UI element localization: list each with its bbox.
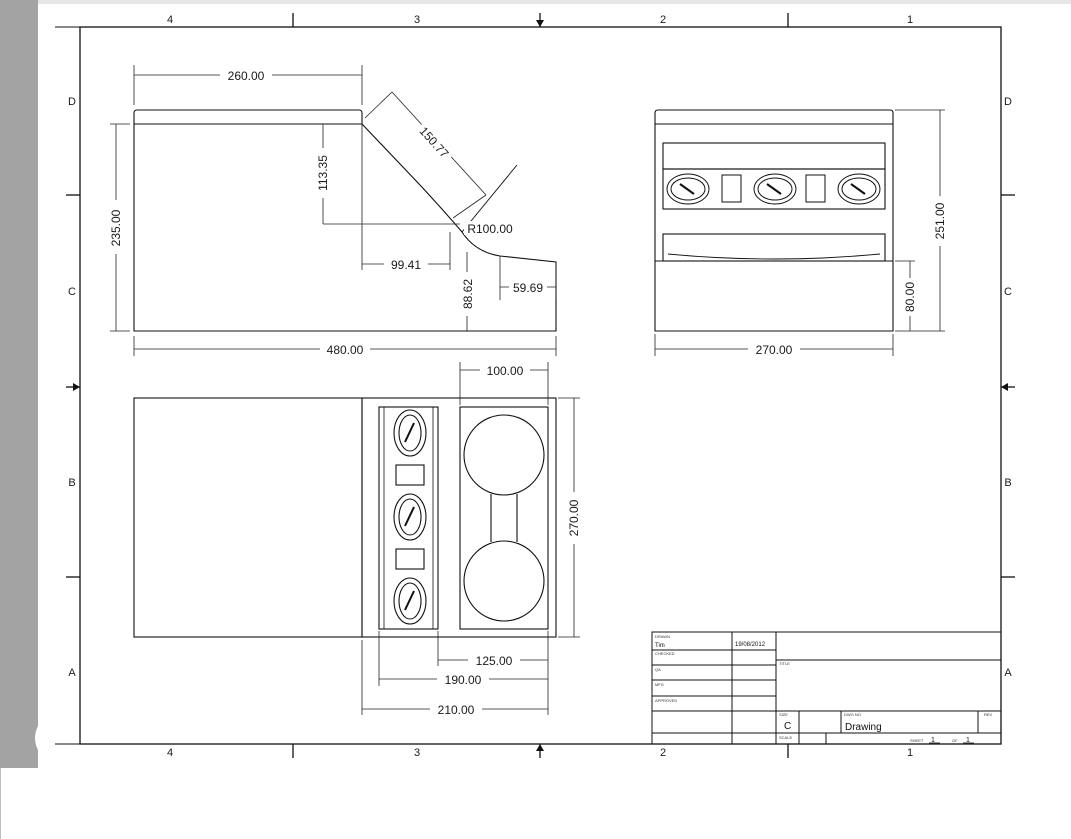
bottom-blank-area <box>0 768 1071 839</box>
left-scrollbar-panel <box>0 0 38 768</box>
dim-side-total-length: 480.00 <box>327 343 364 357</box>
dim-front-width: 270.00 <box>756 343 793 357</box>
tb-dwg-no: Drawing <box>845 722 882 733</box>
dim-front-lower-height: 80.00 <box>903 282 917 312</box>
zone-col-3-top: 3 <box>414 14 420 26</box>
zone-col-2-bottom: 2 <box>660 747 666 759</box>
zone-col-2-top: 2 <box>660 14 666 26</box>
front-view <box>654 109 894 332</box>
zone-col-3-bottom: 3 <box>414 747 420 759</box>
tb-mfg-label: MFG <box>655 682 664 687</box>
dim-side-total-height: 235.00 <box>109 209 123 246</box>
dim-plan-190: 190.00 <box>445 673 482 687</box>
dim-plan-210: 210.00 <box>438 703 475 717</box>
front-gauges <box>666 173 881 205</box>
zone-row-d-left: D <box>68 96 76 108</box>
top-edge <box>0 0 1071 6</box>
zone-row-a-left: A <box>68 667 76 679</box>
tb-dwg-no-label: DWG NO <box>844 712 861 717</box>
zone-col-1-bottom: 1 <box>907 747 913 759</box>
tb-of-label: OF <box>952 738 958 743</box>
zone-row-b-right: B <box>1004 477 1011 489</box>
tb-drawn-by: Tim <box>655 643 665 649</box>
plan-view <box>133 397 557 638</box>
tb-qa-label: QA <box>655 667 661 672</box>
tb-size-label: SIZE <box>779 712 788 717</box>
dim-side-offset-x: 99.41 <box>391 258 421 272</box>
zone-row-a-right: A <box>1004 667 1012 679</box>
zone-row-d-right: D <box>1004 96 1012 108</box>
zone-row-c-right: C <box>1004 286 1012 298</box>
tb-rev-label: REV <box>984 712 993 717</box>
dim-side-end-width: 59.69 <box>513 281 543 295</box>
dim-side-low-height: 88.62 <box>461 279 475 309</box>
tb-sheet-total: 1 <box>966 737 970 744</box>
dim-side-top-length: 260.00 <box>228 69 265 83</box>
zone-col-1-top: 1 <box>907 14 913 26</box>
zone-row-b-left: B <box>68 477 75 489</box>
tb-scale-label: SCALE <box>779 735 792 740</box>
dim-side-radius: R100.00 <box>467 222 513 236</box>
tb-date: 19/08/2012 <box>735 642 766 648</box>
tb-size: C <box>784 721 791 732</box>
zone-row-c-left: C <box>68 286 76 298</box>
dim-plan-width: 270.00 <box>567 499 581 536</box>
dim-front-height: 251.00 <box>933 202 947 239</box>
dim-plan-125: 125.00 <box>476 654 513 668</box>
dim-plan-cup-width: 100.00 <box>487 364 524 378</box>
tb-title-label: TITLE <box>779 661 790 666</box>
tb-sheet-num: 1 <box>931 737 935 744</box>
side-view <box>133 109 557 332</box>
tb-approved-label: APPROVED <box>655 698 677 703</box>
tb-sheet-label: SHEET <box>910 738 924 743</box>
tb-drawn-label: DRAWN <box>655 634 670 639</box>
sheet-panel <box>35 4 1071 768</box>
zone-col-4-bottom: 4 <box>167 747 173 759</box>
title-block <box>651 631 1002 745</box>
zone-col-4-top: 4 <box>167 14 173 26</box>
dim-side-drop: 113.35 <box>316 155 330 191</box>
tb-checked-label: CHECKED <box>655 651 675 656</box>
